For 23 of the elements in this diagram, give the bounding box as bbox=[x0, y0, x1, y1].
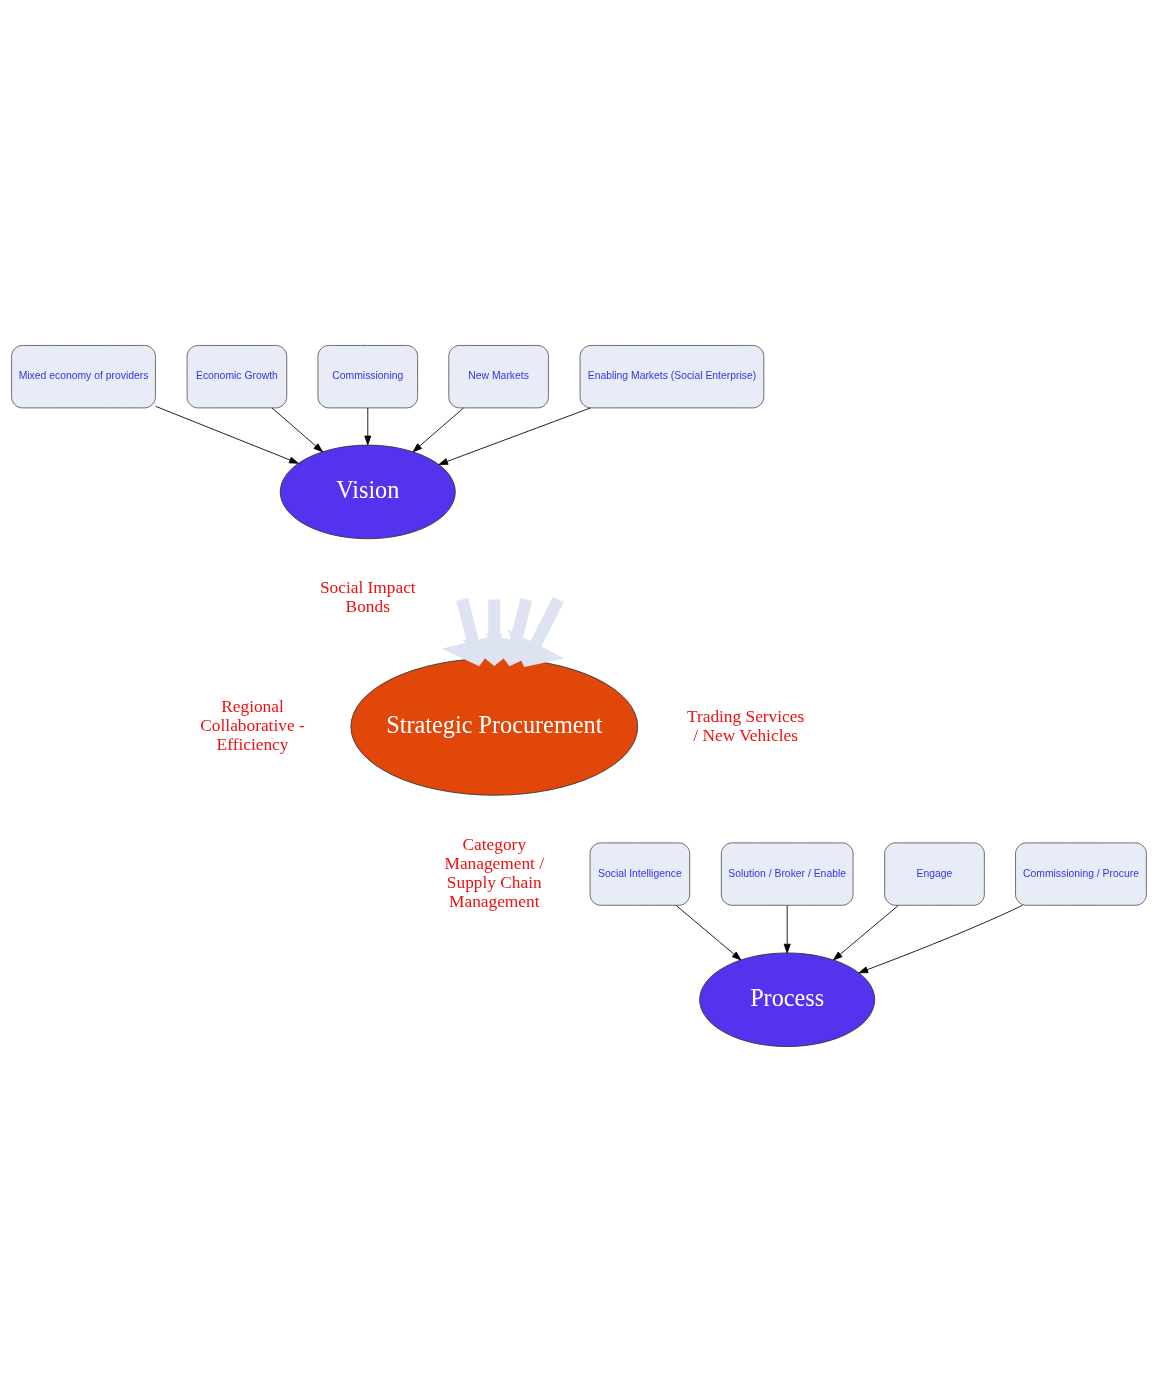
node-box: Commissioning / Procure bbox=[1015, 841, 1147, 906]
arrow bbox=[438, 407, 591, 465]
arrow bbox=[271, 407, 323, 452]
arrow bbox=[364, 407, 372, 445]
label: Social Impact Bonds bbox=[319, 577, 416, 616]
arrow bbox=[858, 904, 1023, 973]
node-box: Solution / Broker / Enable bbox=[720, 841, 854, 906]
node-box: Engage bbox=[884, 841, 985, 906]
node-box: Mixed economy of providers bbox=[11, 344, 156, 408]
node-box: Social Intelligence bbox=[589, 841, 691, 906]
arrow bbox=[155, 405, 299, 464]
arrow bbox=[783, 904, 791, 953]
node-box: Commissioning bbox=[317, 344, 419, 408]
node-box: New Markets bbox=[448, 344, 549, 408]
label: Category Management / Supply Chain Management bbox=[444, 834, 545, 911]
arrow bbox=[412, 407, 464, 452]
label: Trading Services / New Vehicles bbox=[686, 706, 805, 745]
arrow bbox=[833, 904, 899, 960]
node-box: Economic Growth bbox=[186, 344, 288, 408]
label: Regional Collaborative - Efficiency bbox=[200, 696, 305, 754]
node-ellipse: Strategic Procurement bbox=[350, 657, 639, 796]
arrow bbox=[675, 904, 742, 960]
node-box: Enabling Markets (Social Enterprise) bbox=[579, 344, 765, 408]
